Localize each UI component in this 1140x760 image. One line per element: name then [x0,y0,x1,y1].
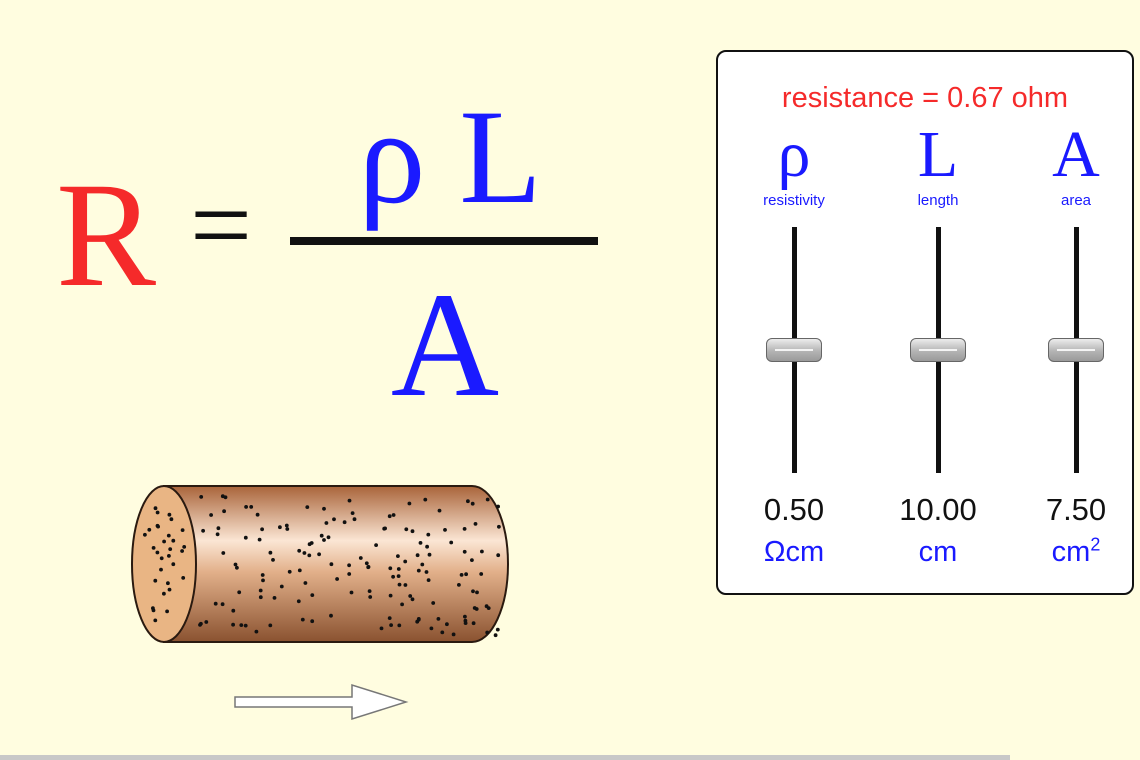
formula-equals-sign: = [190,164,253,286]
formula-denominator: A [390,262,500,428]
fraction-bar [290,237,598,245]
length-control: L length 10.00 cm [878,52,998,593]
resistance-readout: resistance = 0.67 ohm [781,82,1069,114]
resistivity-value: 0.50 [763,492,825,527]
length-symbol: L [917,118,959,191]
area-symbol: A [1052,118,1100,191]
resistivity-unit: Ωcm [763,536,825,568]
resistivity-symbol: ρ [777,118,811,191]
right-arrow-icon [234,683,409,721]
length-slider-thumb[interactable] [910,338,966,362]
area-slider-thumb[interactable] [1048,338,1104,362]
length-unit: cm [918,536,958,568]
copper-cylinder-icon [131,485,509,643]
length-label: length [917,192,959,209]
formula-numerator: ρ L [358,83,542,232]
control-panel: resistance = 0.67 ohm ρ resistivity 0.50… [716,50,1134,595]
area-control: A area 7.50 cm2 [1016,52,1136,593]
resistivity-control: ρ resistivity 0.50 Ωcm [734,52,854,593]
area-unit: cm2 [1051,534,1101,568]
bottom-strip [0,755,1010,760]
area-value: 7.50 [1045,492,1107,527]
length-value: 10.00 [899,492,977,527]
formula-resistance-symbol: R [56,152,157,318]
resistivity-label: resistivity [763,192,825,209]
resistivity-slider-thumb[interactable] [766,338,822,362]
area-label: area [1060,192,1092,209]
